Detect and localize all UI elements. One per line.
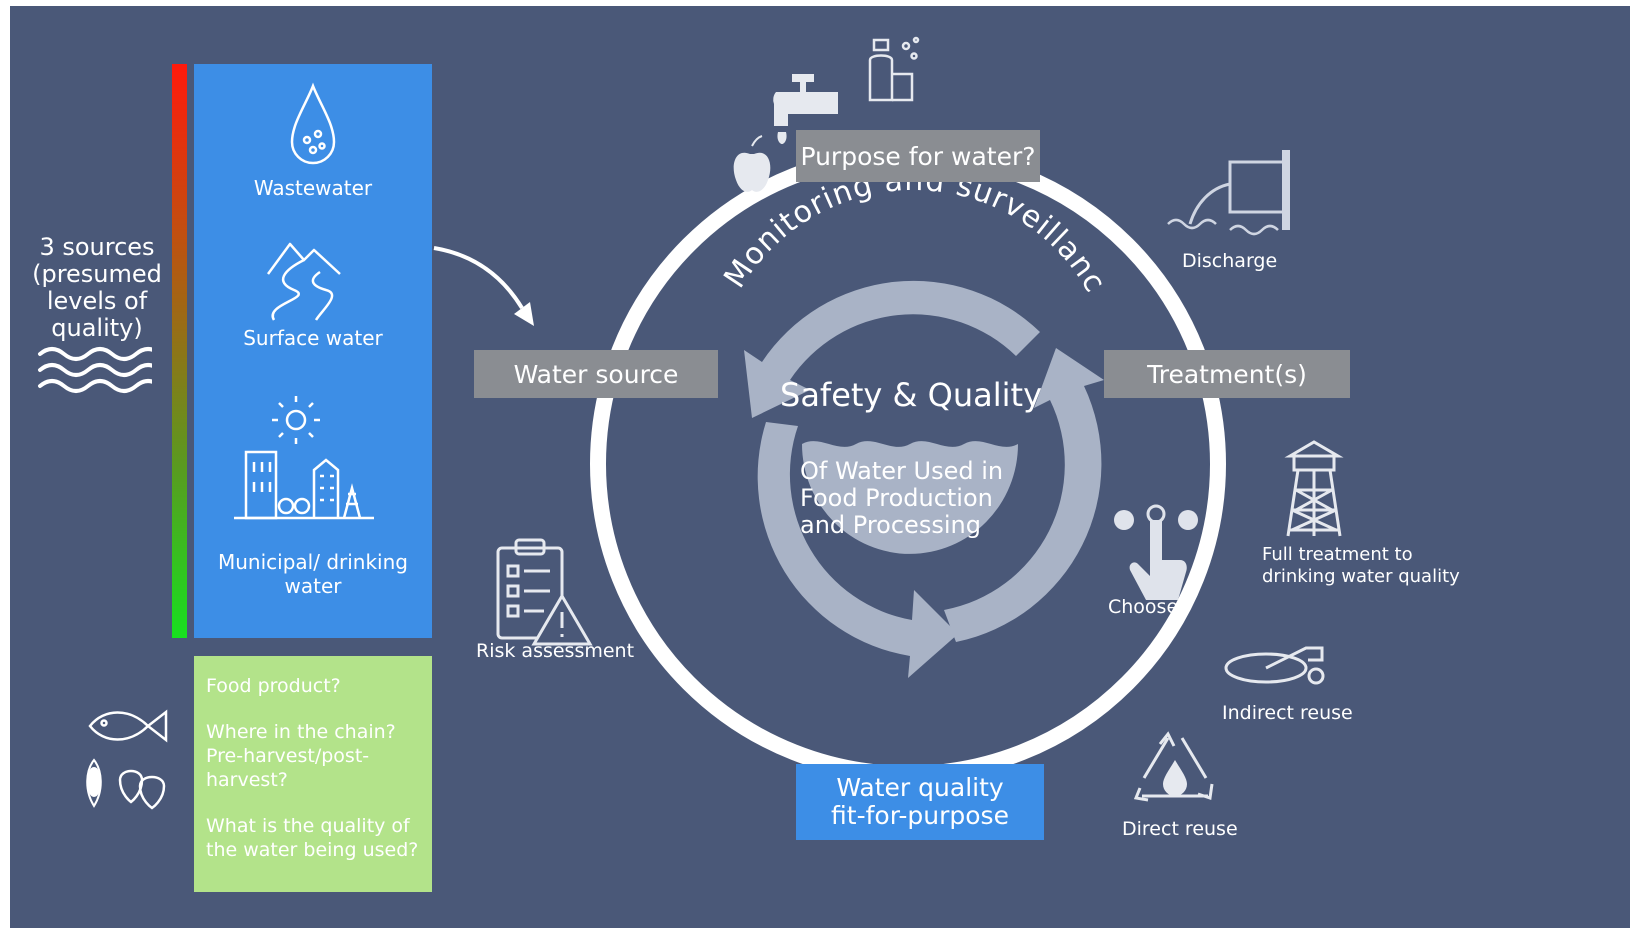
water-source-box: Water source xyxy=(474,350,718,398)
water-sources-box: Wastewater Surface water Municipal xyxy=(194,64,432,638)
quality-gradient-bar xyxy=(172,64,187,638)
discharge-pipe-icon xyxy=(1167,150,1290,236)
question-quality: What is the quality of the water being u… xyxy=(206,815,419,861)
water-quality-line: Water quality xyxy=(836,773,1004,802)
center-subtitle-line: Food Production xyxy=(800,484,993,512)
fish-icon xyxy=(88,709,168,743)
water-quality-line: fit-for-purpose xyxy=(831,801,1009,830)
waves-icon xyxy=(38,347,152,393)
question-chain: Where in the chain? Pre-harvest/post-har… xyxy=(206,721,396,791)
recycle-water-icon xyxy=(1133,731,1214,802)
water-drop-icon xyxy=(290,82,336,165)
purpose-box: Purpose for water? xyxy=(796,130,1040,182)
river-mountain-icon xyxy=(266,242,341,321)
source-label-wastewater: Wastewater xyxy=(253,176,373,200)
water-quality-box: Water quality fit-for-purpose xyxy=(796,764,1044,840)
direct-reuse-label: Direct reuse xyxy=(1122,818,1238,840)
water-tower-icon xyxy=(1284,440,1344,537)
treatment-box: Treatment(s) xyxy=(1104,350,1350,398)
risk-assessment-label: Risk assessment xyxy=(476,640,635,662)
diagram-panel: 3 sources (presumed levels of quality) W… xyxy=(10,6,1630,928)
source-label-municipal: Municipal/ drinking water xyxy=(218,550,408,598)
center-title: Safety & Quality xyxy=(780,376,1042,414)
source-label-surface-water: Surface water xyxy=(243,326,383,350)
indirect-reuse-label: Indirect reuse xyxy=(1222,702,1353,724)
discharge-label: Discharge xyxy=(1182,250,1278,272)
hand-choose-icon xyxy=(1114,504,1198,600)
city-sun-icon xyxy=(234,396,374,520)
full-treatment-label: Full treatment to drinking water quality xyxy=(1262,544,1460,587)
sources-heading: 3 sources (presumed levels of quality) xyxy=(32,233,162,342)
indirect-reuse-icon xyxy=(1224,646,1325,685)
choose-label: Choose xyxy=(1108,596,1179,618)
clipboard-risk-icon xyxy=(496,538,593,646)
center-subtitle-line: and Processing xyxy=(800,511,981,539)
cleaning-bottles-icon xyxy=(868,36,920,102)
center-subtitle: Of Water Used in Food Production and Pro… xyxy=(800,458,1020,539)
tap-apple-icon xyxy=(733,74,838,192)
curved-arrow-icon xyxy=(433,246,534,326)
center-subtitle-line: Of Water Used in xyxy=(800,457,1004,485)
questions-box: Food product? Where in the chain? Pre-ha… xyxy=(194,656,432,892)
question-food-product: Food product? xyxy=(206,675,341,697)
produce-icon xyxy=(86,758,166,810)
